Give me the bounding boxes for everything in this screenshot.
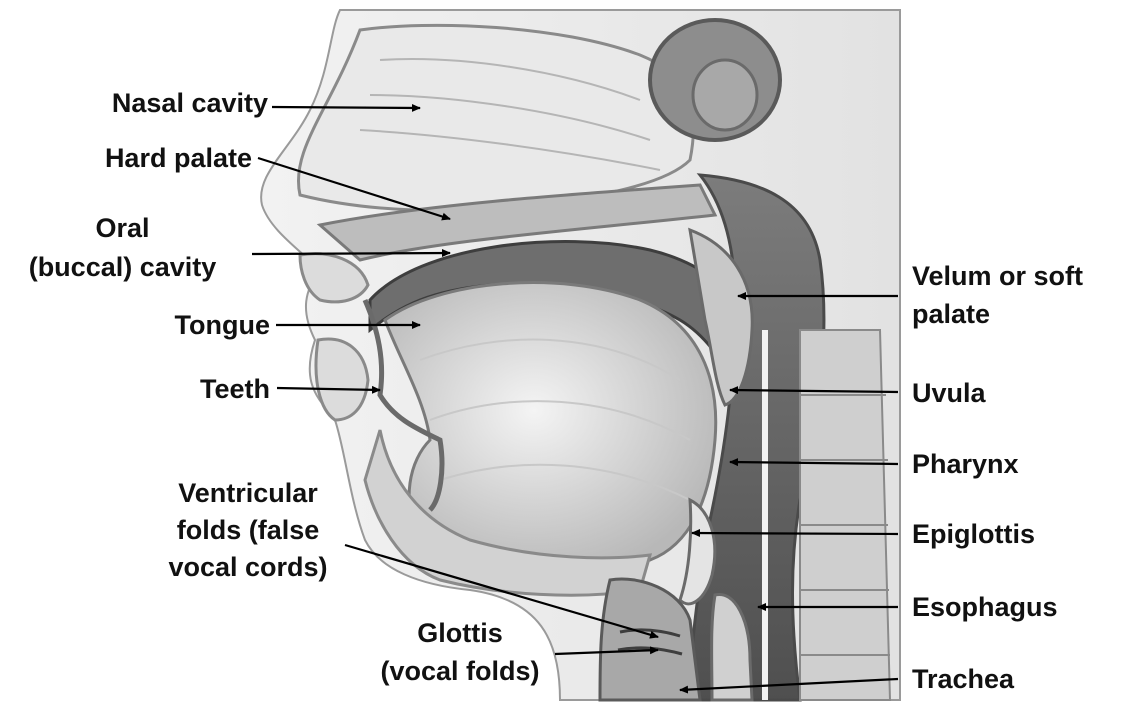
label-oral-cavity-line2: (buccal) cavity (0, 248, 245, 286)
label-trachea: Trachea (912, 660, 1014, 698)
leader-oral-cavity (252, 253, 450, 254)
label-glottis-line2: (vocal folds) (370, 652, 550, 690)
label-epiglottis: Epiglottis (912, 515, 1035, 553)
leader-epiglottis (692, 533, 898, 534)
label-oral-cavity-line1: Oral (0, 209, 245, 247)
label-velum-line1: Velum or soft (912, 257, 1083, 295)
label-hard-palate: Hard palate (105, 139, 252, 177)
nasal-cavity-shape (298, 25, 693, 210)
label-uvula: Uvula (912, 374, 986, 412)
label-tongue: Tongue (175, 306, 270, 344)
label-nasal-cavity: Nasal cavity (112, 84, 268, 122)
label-glottis-line1: Glottis (370, 614, 550, 652)
label-ventricular-line2: folds (false (148, 511, 348, 549)
label-pharynx: Pharynx (912, 445, 1019, 483)
label-ventricular-line3: vocal cords) (148, 548, 348, 586)
spine-shape (800, 330, 890, 700)
label-teeth: Teeth (200, 370, 270, 408)
leader-nasal-cavity (272, 107, 420, 108)
label-velum-line2: palate (912, 295, 990, 333)
label-ventricular-line1: Ventricular (148, 474, 348, 512)
label-esophagus: Esophagus (912, 588, 1058, 626)
